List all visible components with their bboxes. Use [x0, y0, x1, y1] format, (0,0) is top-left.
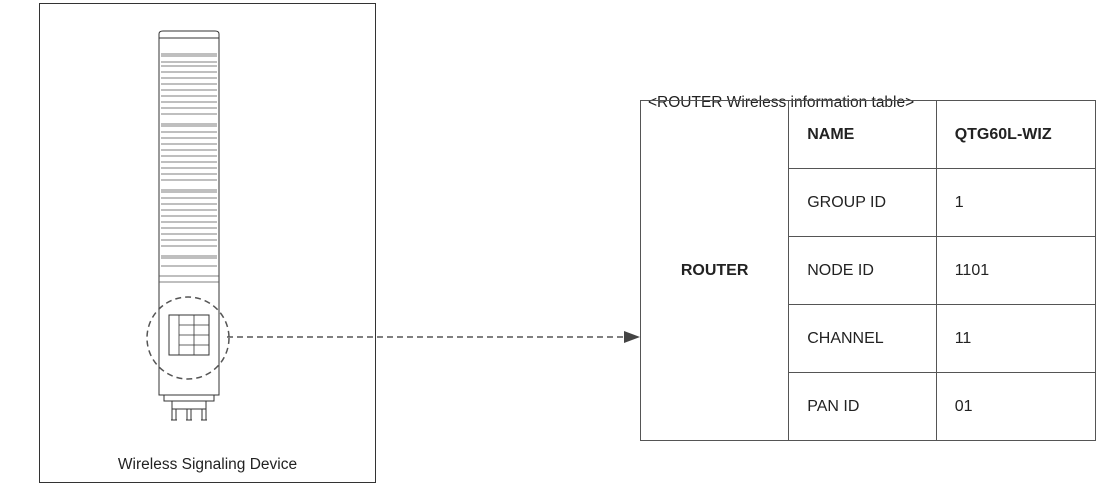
- arrow-head-icon: [624, 331, 640, 343]
- row-value: 1101: [935, 236, 1096, 305]
- signal-tower-illustration: [146, 30, 230, 421]
- row-value: 1: [935, 168, 1096, 237]
- tower-top-cap: [158, 30, 220, 39]
- row-key: NAME: [788, 100, 937, 169]
- table-row: NODE ID 1101: [641, 236, 1096, 305]
- table-row: PAN ID 01: [641, 372, 1096, 441]
- device-panel: Wireless Signaling Device: [39, 3, 376, 483]
- table-row: GROUP ID 1: [641, 168, 1096, 237]
- device-caption: Wireless Signaling Device: [117, 456, 298, 473]
- tower-pins: [171, 409, 207, 421]
- router-group-cell: ROUTER: [639, 100, 790, 441]
- tower-ribs: [159, 53, 219, 283]
- table-row: CHANNEL 11: [641, 304, 1096, 373]
- row-value: QTG60L-WIZ: [935, 100, 1096, 169]
- row-key: NODE ID: [788, 236, 937, 305]
- row-key: GROUP ID: [788, 168, 937, 237]
- row-value: 01: [935, 372, 1096, 441]
- tower-base-connector: [163, 394, 215, 402]
- row-value: 11: [935, 304, 1096, 373]
- router-info-table: ROUTER NAME QTG60L-WIZ GROUP ID 1 NODE I…: [639, 100, 1096, 441]
- row-key: CHANNEL: [788, 304, 937, 373]
- row-key: PAN ID: [788, 372, 937, 441]
- highlight-circle: [146, 296, 230, 380]
- table-row: ROUTER NAME QTG60L-WIZ: [639, 100, 1096, 441]
